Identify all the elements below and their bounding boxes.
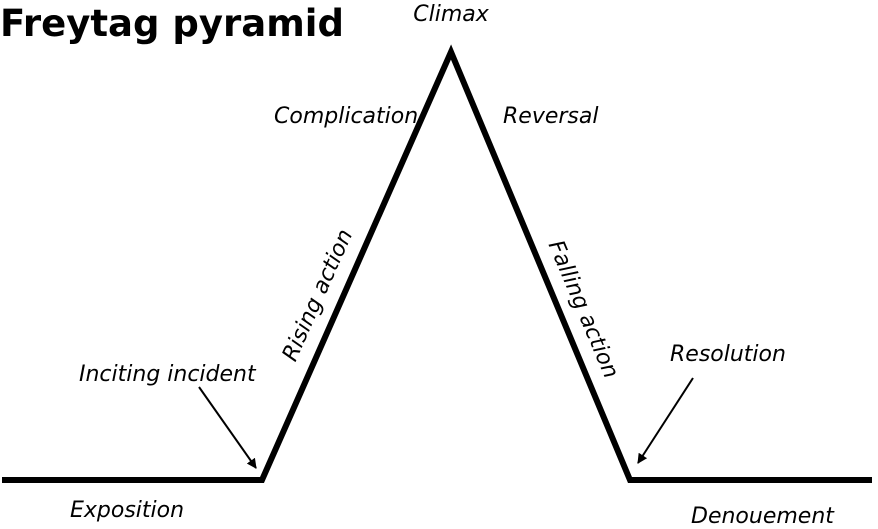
denouement-label: Denouement <box>691 504 835 529</box>
resolution-label: Resolution <box>670 342 786 367</box>
climax-label: Climax <box>413 2 489 27</box>
pyramid-line <box>2 44 872 483</box>
reversal-label: Reversal <box>503 104 598 129</box>
inciting-incident-arrow-icon <box>198 386 257 469</box>
complication-label: Complication <box>274 104 418 129</box>
diagram-title: Freytag pyramid <box>0 2 344 45</box>
resolution-arrow-icon <box>637 377 694 464</box>
exposition-label: Exposition <box>70 498 184 523</box>
inciting-incident-label: Inciting incident <box>79 362 257 387</box>
